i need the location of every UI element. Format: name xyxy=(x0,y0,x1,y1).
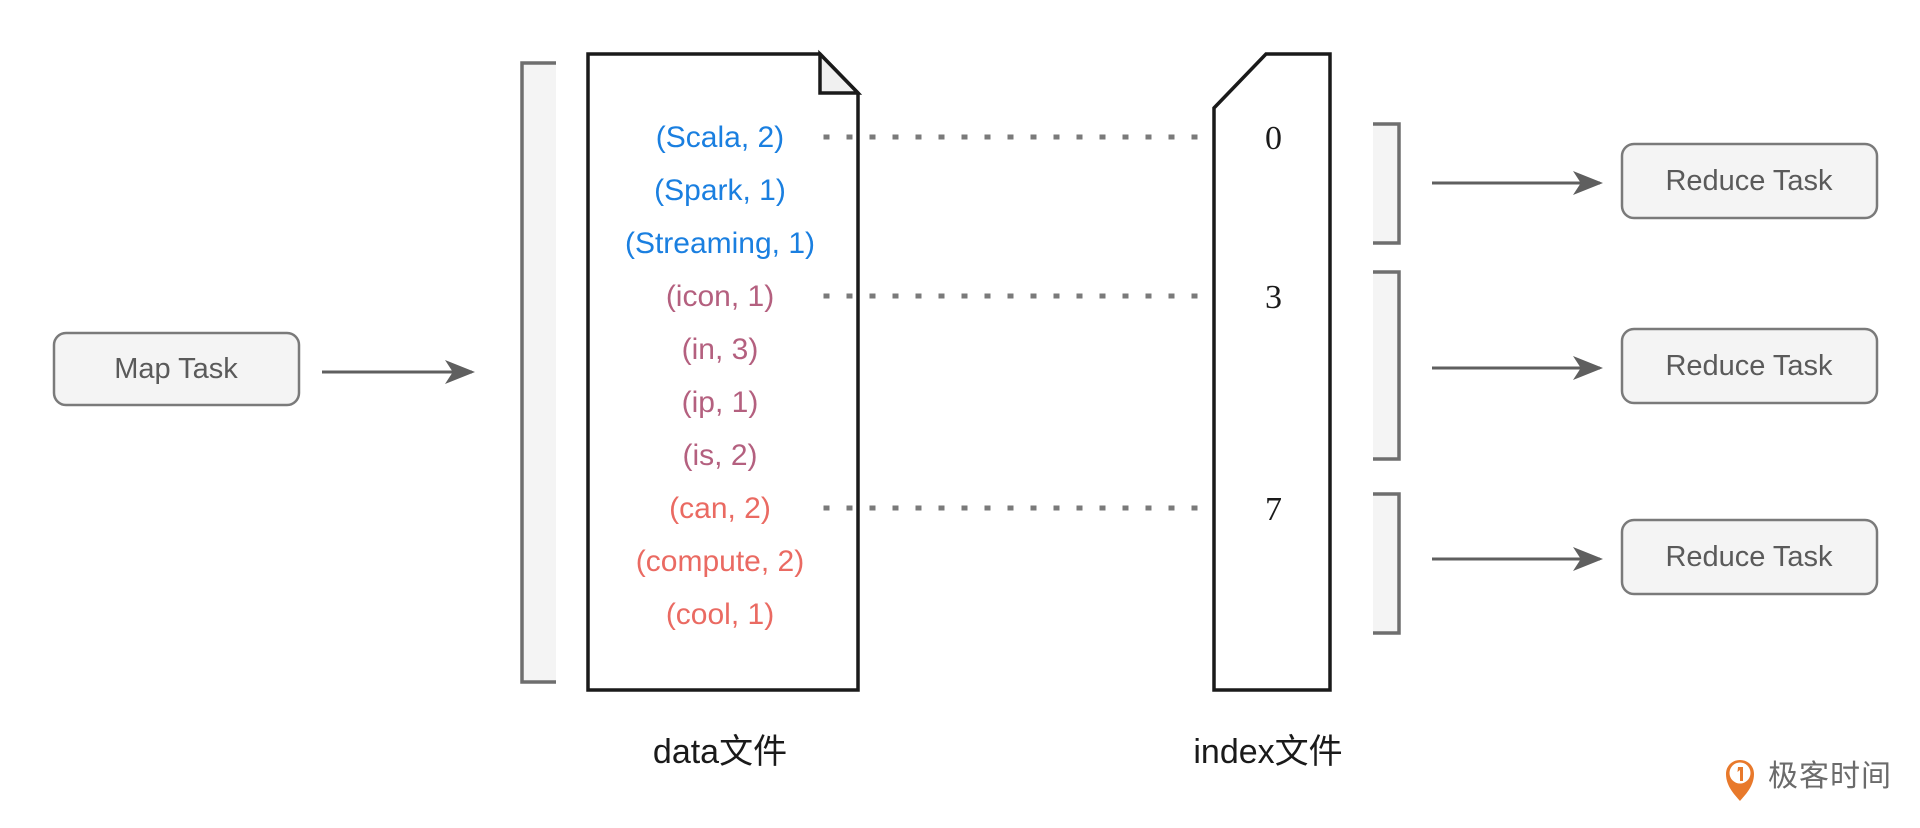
index-file-caption: index文件 xyxy=(1193,733,1342,771)
index-offset-0: 0 xyxy=(1265,120,1282,157)
left-bracket xyxy=(520,61,556,684)
reduce-task-box-0[interactable] xyxy=(1620,142,1879,220)
map-task-node[interactable]: Map Task xyxy=(52,331,301,407)
reduce-task-label-1: Reduce Task xyxy=(1665,350,1833,382)
data-entry-8: (compute, 2) xyxy=(636,545,804,578)
geektime-pin-icon xyxy=(1726,760,1754,801)
index-offset-1: 3 xyxy=(1265,279,1282,316)
data-entry-5: (ip, 1) xyxy=(682,386,759,419)
reduce-task-box-1[interactable] xyxy=(1620,327,1879,405)
reduce-task-node-1[interactable]: Reduce Task xyxy=(1620,327,1879,405)
data-file-shape xyxy=(586,52,860,692)
index-file-shape xyxy=(1212,52,1332,692)
watermark: 极客时间 xyxy=(1726,760,1892,801)
reduce-task-label-0: Reduce Task xyxy=(1665,165,1833,197)
data-entry-6: (is, 2) xyxy=(683,439,758,472)
data-entry-9: (cool, 1) xyxy=(666,598,774,631)
data-entry-0: (Scala, 2) xyxy=(656,121,784,154)
data-entry-2: (Streaming, 1) xyxy=(625,227,815,260)
index-offset-2: 7 xyxy=(1265,491,1282,528)
reduce-task-node-0[interactable]: Reduce Task xyxy=(1620,142,1879,220)
data-file-node: (Scala, 2) (Spark, 1) (Streaming, 1) (ic… xyxy=(586,49,863,692)
data-entry-1: (Spark, 1) xyxy=(654,174,786,207)
data-entry-7: (can, 2) xyxy=(669,492,771,525)
reduce-task-node-2[interactable]: Reduce Task xyxy=(1620,518,1879,596)
data-file-caption: data文件 xyxy=(653,733,787,771)
right-bracket-1 xyxy=(1373,270,1401,461)
data-file-fold-corner xyxy=(818,49,863,95)
watermark-text: 极客时间 xyxy=(1768,760,1892,793)
reduce-task-label-2: Reduce Task xyxy=(1665,541,1833,573)
right-bracket-2 xyxy=(1373,492,1401,635)
map-task-label: Map Task xyxy=(114,353,238,385)
right-bracket-0 xyxy=(1373,122,1401,245)
index-file-node: 0 3 7 xyxy=(1212,52,1332,692)
reduce-task-box-2[interactable] xyxy=(1620,518,1879,596)
data-entry-4: (in, 3) xyxy=(682,333,759,366)
data-entry-3: (icon, 1) xyxy=(666,280,774,313)
map-task-box[interactable] xyxy=(52,331,301,407)
